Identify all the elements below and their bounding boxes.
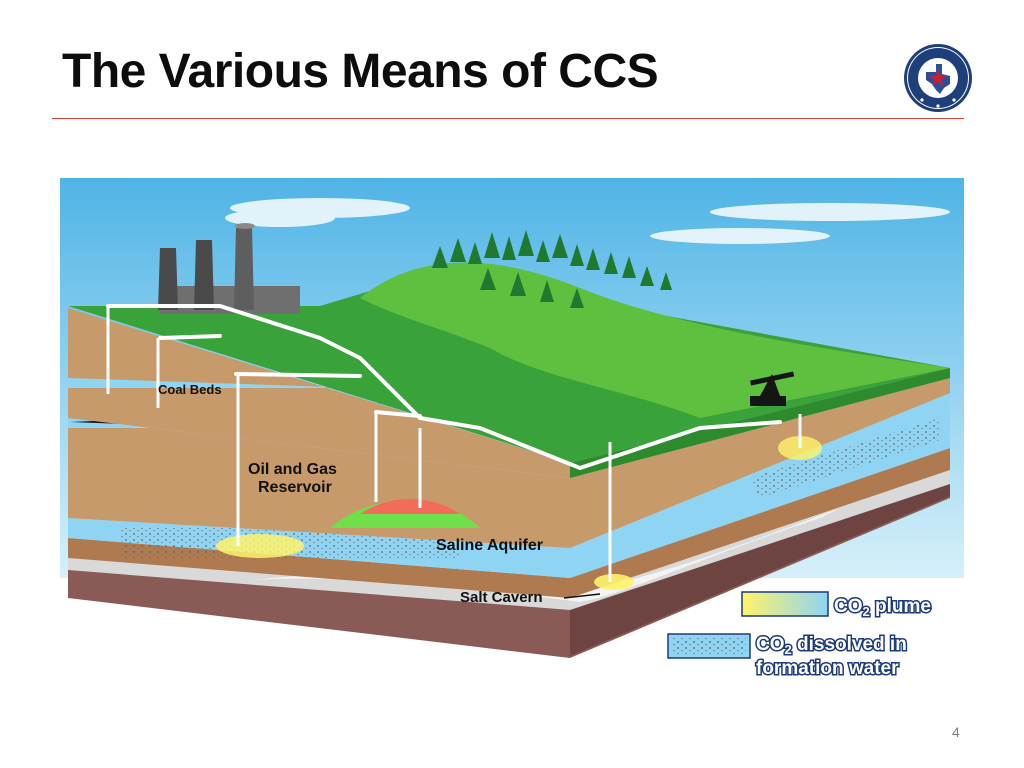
co2-plume-cavern [594,574,634,590]
legend-plume-label: CO2 plume [834,596,931,619]
railroad-commission-seal-logo [902,42,974,114]
salt-cavern-layer [68,470,950,610]
lower-soil-layer [68,448,950,598]
legend: CO2 plume CO2 dissolved in formation wat… [667,591,932,681]
ccs-diagram: Coal Beds Oil and Gas Reservoir Saline A… [60,178,964,688]
label-salt-cavern: Salt Cavern [460,589,543,606]
legend-dissolved-label-1: CO2 dissolved in [756,634,907,657]
power-plant [158,223,300,314]
reservoir-soil-layer [68,378,950,548]
pipeline [106,304,782,471]
title-divider [52,118,964,119]
slide-title: The Various Means of CCS [62,45,659,98]
clouds [225,198,950,244]
aquifer-dissolved-dots-right [750,418,940,498]
oil-cap [360,499,460,514]
forest [432,230,672,308]
page-number: 4 [952,724,960,740]
legend-dissolved-label-2: formation water [756,658,899,679]
wells [106,306,802,582]
label-saline-aquifer: Saline Aquifer [436,537,543,554]
oil-pump-jack [750,371,795,406]
grass-surface [68,278,950,463]
label-coal-beds: Coal Beds [158,382,222,397]
label-oil-gas-2: Reservoir [258,479,332,496]
hill [360,262,950,418]
bedrock-layer [68,483,950,658]
co2-plume-aquifer [216,534,304,558]
legend-plume-swatch [741,591,829,617]
label-oil-gas-1: Oil and Gas [248,461,337,478]
